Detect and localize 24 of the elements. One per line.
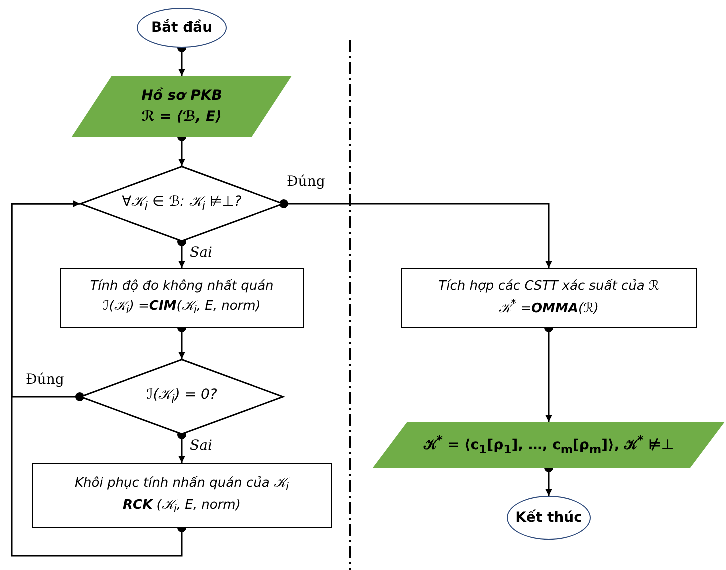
node-text: Bắt đầu (151, 18, 213, 38)
data-parallelogram (373, 422, 725, 468)
node-text: Kết thúc (516, 508, 582, 528)
process-box (401, 268, 697, 328)
process-box (32, 463, 332, 528)
node-text: ℐ(𝒦$_{i}$) =CIM(𝒦$_{i}$, E, norm) (103, 298, 261, 318)
flow-arrow (280, 200, 552, 268)
process-box (60, 268, 304, 328)
node-text: ℐ(𝒦$_{i}$) = 0? (146, 386, 218, 408)
node-text: ∀𝒦$_{i}$ ∈ ℬ: 𝒦$_{i}$ ⊭⊥? (122, 193, 242, 216)
decision-diamond (80, 359, 284, 435)
data-parallelogram (72, 76, 292, 137)
edge-label: Đúng (24, 372, 66, 388)
node-text: RCK (𝒦$_{i}$, E, norm) (123, 496, 241, 518)
node-text: Tính độ đo không nhất quán (90, 278, 274, 296)
decision-diamond (80, 166, 284, 242)
node-text: Tích hợp các CSTT xác suất của ℛ (438, 278, 660, 296)
node-text: 𝒦$^{*}$ = ⟨c$_{1}$[ρ$_{1}$], …, c$_{m}$[ρ$_{m}$]⟩, 𝒦$^{*}$ ⊭⊥ (424, 432, 674, 458)
node-text: 𝒦$^{*}$ =OMMA(ℛ) (499, 296, 599, 319)
edge-label: Đúng (285, 174, 328, 190)
node-text: ℛ = ⟨ℬ, E⟩ (142, 108, 222, 126)
flow-arrow (11, 200, 186, 557)
node-text: Khôi phục tính nhấn quán của 𝒦$_{i}$ (75, 474, 289, 496)
node-text: Hồ sơ PKB (142, 86, 222, 106)
